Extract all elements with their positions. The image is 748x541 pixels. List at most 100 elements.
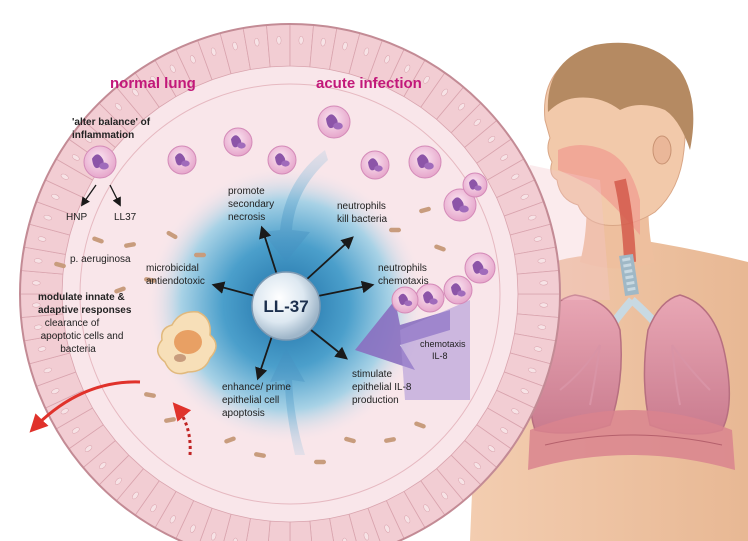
epithelial-nucleus xyxy=(363,532,370,541)
epithelial-nucleus xyxy=(384,55,390,64)
epithelial-nucleus xyxy=(51,194,60,200)
epithelial-nucleus xyxy=(51,388,60,394)
modulate-line-1: modulate innate & xyxy=(38,292,125,303)
epithelial-nucleus xyxy=(537,324,547,330)
bacterium xyxy=(344,436,356,444)
bacterium xyxy=(114,286,126,294)
epithelial-cell xyxy=(197,507,232,541)
macrophage-cell xyxy=(156,311,217,375)
svg-text:neutrophils: neutrophils xyxy=(378,263,427,274)
epithelial-cell xyxy=(516,293,560,318)
epithelial-nucleus xyxy=(99,118,107,126)
epithelial-cell xyxy=(289,24,314,68)
svg-text:apoptosis: apoptosis xyxy=(222,408,265,419)
effect-arrows xyxy=(211,225,375,381)
epithelial-nucleus xyxy=(114,103,122,111)
epithelial-nucleus xyxy=(473,462,481,470)
ll37-center-label: LL-37 xyxy=(263,297,308,316)
epithelial-cell xyxy=(516,270,560,295)
arrow-to-microbicidal xyxy=(211,281,256,297)
epithelial-nucleus xyxy=(190,55,196,64)
effect-necrosis-label: promote secondary necrosis xyxy=(228,186,274,223)
epithelial-nucleus xyxy=(473,118,481,126)
epithelial-nucleus xyxy=(210,532,217,541)
neutrophil xyxy=(443,275,473,305)
epithelial-nucleus xyxy=(458,477,466,485)
human-torso-illustration xyxy=(470,42,748,541)
bacterium xyxy=(434,244,446,252)
epithelial-nucleus xyxy=(43,367,52,374)
epithelial-cell xyxy=(289,520,314,541)
neutrophil xyxy=(223,127,253,157)
alter-balance-line-2: inflammation xyxy=(72,130,134,141)
neutrophil xyxy=(462,172,488,198)
epithelial-nucleus xyxy=(511,408,520,415)
epithelial-nucleus xyxy=(33,258,43,264)
epithelial-nucleus xyxy=(533,236,543,242)
epithelial-nucleus xyxy=(487,136,496,143)
svg-text:neutrophils: neutrophils xyxy=(337,201,386,212)
modulate-line-5: bacteria xyxy=(60,344,96,355)
epithelial-nucleus xyxy=(232,537,238,541)
epithelial-nucleus xyxy=(342,537,348,541)
bacteria-rods xyxy=(54,206,446,465)
epithelial-nucleus xyxy=(210,47,217,56)
svg-text:epithelial IL-8: epithelial IL-8 xyxy=(352,382,412,393)
neutrophil xyxy=(391,286,419,314)
arrow-to-apoptosis xyxy=(255,329,275,381)
epithelial-cell xyxy=(266,24,291,68)
svg-text:IL-8: IL-8 xyxy=(432,351,448,361)
epithelial-nucleus xyxy=(500,427,509,434)
bacterium xyxy=(54,261,66,269)
bacterium xyxy=(254,452,266,458)
epithelial-nucleus xyxy=(114,477,122,485)
bacterium xyxy=(166,230,178,240)
bacterium xyxy=(92,236,104,244)
effect-apoptosis-label: enhance/ prime epithelial cell apoptosis xyxy=(222,382,291,419)
epithelial-cell xyxy=(20,270,64,295)
epithelial-nucleus xyxy=(132,491,139,500)
svg-text:enhance/ prime: enhance/ prime xyxy=(222,382,291,393)
epithelial-nucleus xyxy=(132,88,139,97)
epithelial-nucleus xyxy=(71,427,80,434)
epithelial-nucleus xyxy=(520,194,529,200)
epithelial-nucleus xyxy=(254,37,260,47)
ll37-small-label: LL37 xyxy=(114,212,137,223)
neutrophil xyxy=(443,188,477,222)
epithelial-nucleus xyxy=(423,504,430,513)
svg-text:microbicidal: microbicidal xyxy=(146,263,199,274)
epithelial-nucleus xyxy=(342,41,348,51)
arrow-to-necrosis xyxy=(259,225,279,279)
epithelial-nucleus xyxy=(150,504,157,513)
influx-arrow-top xyxy=(262,150,328,262)
epithelial-cell xyxy=(266,520,291,541)
neutrophil xyxy=(464,252,496,284)
epithelial-nucleus xyxy=(99,462,107,470)
epithelial-nucleus xyxy=(84,445,93,452)
epithelial-nucleus xyxy=(363,47,370,56)
epithelial-cell xyxy=(348,507,383,541)
epithelial-nucleus xyxy=(520,388,529,394)
epithelial-nucleus xyxy=(84,136,93,143)
modulate-line-3: clearance of xyxy=(45,318,100,329)
svg-text:chemotaxis: chemotaxis xyxy=(378,276,429,287)
epithelial-cell xyxy=(367,500,405,541)
epithelial-nucleus xyxy=(31,280,41,286)
neutrophil xyxy=(415,283,445,313)
svg-text:stimulate: stimulate xyxy=(352,369,392,380)
effect-chemotaxis-label: neutrophils chemotaxis xyxy=(378,263,429,287)
epithelial-nucleus xyxy=(528,367,537,374)
hnp-ll37-arrows xyxy=(80,184,121,207)
epithelial-nucleus xyxy=(298,35,304,45)
epithelial-nucleus xyxy=(37,236,47,242)
epithelial-nucleus xyxy=(384,524,390,533)
epithelial-nucleus xyxy=(537,258,547,264)
svg-text:production: production xyxy=(352,395,399,406)
hnp-label: HNP xyxy=(66,212,87,223)
neutrophil-cells xyxy=(83,105,496,314)
epithelial-nucleus xyxy=(539,302,549,308)
bacterium xyxy=(124,242,136,248)
epithelial-nucleus xyxy=(511,173,520,180)
